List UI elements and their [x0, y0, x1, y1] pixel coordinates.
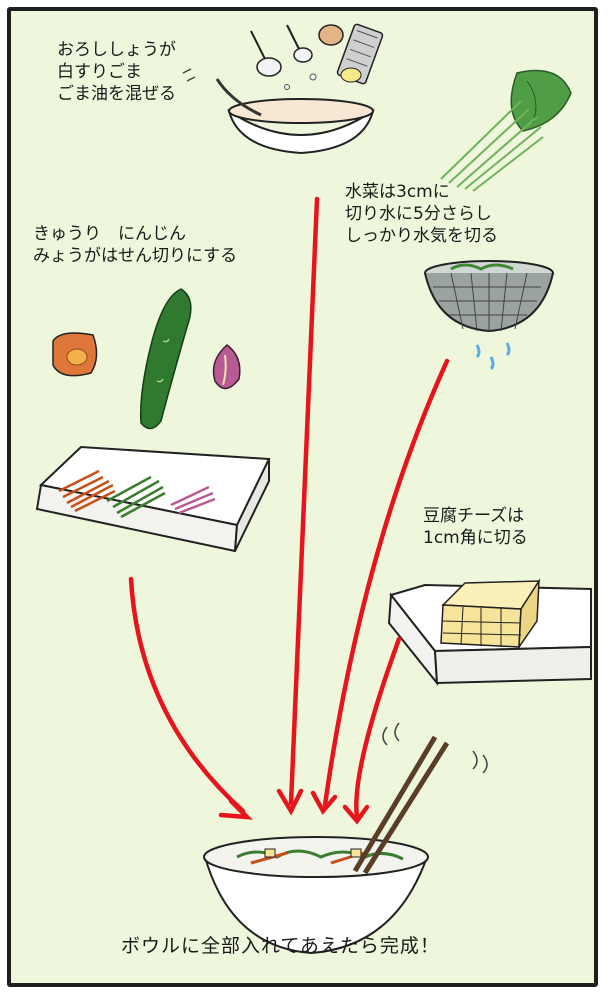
vegetables-illustration: [52, 288, 241, 430]
veggies-step-caption: きゅうり にんじん みょうがはせん切りにする: [33, 224, 238, 266]
cutting-board-illustration: [35, 445, 271, 553]
mizuna-illustration: [440, 69, 572, 192]
tofu-board-illustration: [387, 578, 592, 687]
sauce-bowl-illustration: [182, 23, 384, 155]
comic-panel: おろししょうが 白すりごま ごま油を混ぜる きゅうり にんじん みょうがはせん切…: [7, 7, 598, 987]
colander-illustration: [424, 260, 554, 371]
sauce-step-caption: おろししょうが 白すりごま ごま油を混ぜる: [57, 40, 176, 104]
red-arrows: [128, 196, 450, 825]
final-step-caption: ボウルに全部入れてあえたら完成！: [121, 935, 440, 957]
mizuna-step-caption: 水菜は3cmに 切り水に5分さらし しっかり水気を切る: [345, 182, 498, 246]
recipe-illustration: [35, 23, 592, 955]
tofu-step-caption: 豆腐チーズは 1cm角に切る: [423, 506, 528, 548]
final-bowl-illustration: [203, 722, 488, 955]
